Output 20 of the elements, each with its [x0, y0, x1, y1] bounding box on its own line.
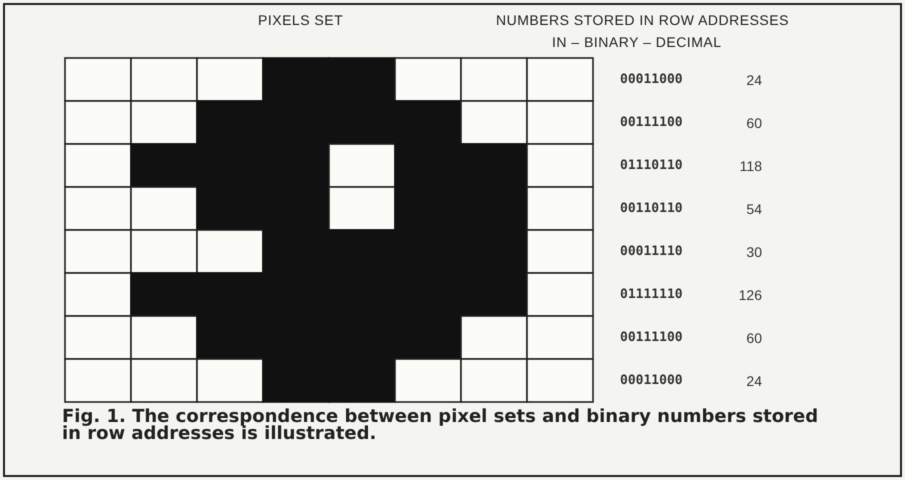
decimal-number: 30 [745, 244, 762, 260]
column-heading: IN – BINARY – DECIMAL [552, 34, 722, 50]
binary-number: 00011110 [620, 244, 683, 258]
decimal-number: 24 [745, 72, 762, 88]
binary-number: 00011000 [620, 372, 683, 388]
binary-number: 00110110 [620, 200, 683, 216]
binary-number: 00011000 [620, 72, 683, 86]
decimal-number: 24 [745, 372, 762, 388]
decimal-number: 60 [745, 114, 762, 130]
binary-number: 01110110 [620, 158, 683, 172]
decimal-number: 118 [738, 158, 762, 174]
decimal-number: 60 [745, 330, 762, 346]
decimal-number: 126 [738, 286, 762, 302]
figure-caption: Fig. 1. The correspondence between pixel sets and binary numbers stored in row addresses is illustrated. [62, 408, 820, 442]
binary-number: 00111100 [620, 330, 683, 344]
binary-number: 00111100 [620, 114, 683, 130]
decimal-number: 54 [745, 200, 762, 216]
column-heading: PIXELS SET [258, 12, 344, 28]
binary-number: 01111110 [620, 286, 683, 302]
column-heading: NUMBERS STORED IN ROW ADDRESSES [496, 12, 789, 28]
